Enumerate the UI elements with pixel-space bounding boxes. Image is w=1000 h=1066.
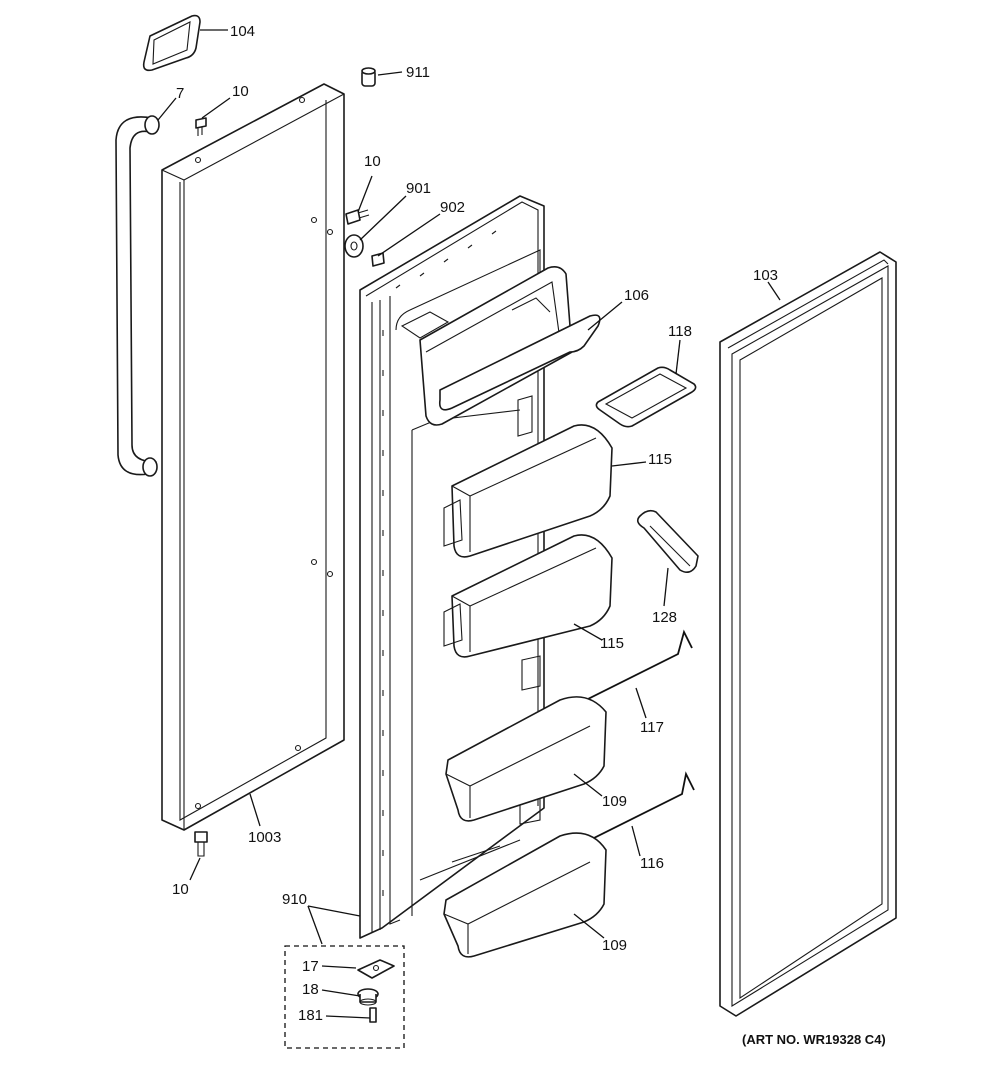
screw-part-10-mid [345, 209, 370, 225]
wedge-part-128 [636, 509, 699, 574]
callout-910: 910 [282, 891, 307, 908]
plug-part-911 [361, 67, 376, 87]
callout-118: 118 [668, 323, 692, 340]
callout-10-top: 10 [232, 83, 249, 100]
hinge-plate-part-17 [357, 959, 395, 979]
callout-109-a: 109 [602, 793, 627, 810]
screw-part-10-bottom [194, 831, 208, 857]
outer-door-panel-part-1003 [161, 83, 345, 831]
hinge-kit-box-part-910 [284, 945, 405, 1049]
door-bin-part-115-lower [443, 534, 613, 658]
leader-lines [157, 29, 781, 1019]
hinge-screw-part-181 [369, 1007, 377, 1023]
callout-128: 128 [652, 609, 677, 626]
callout-116: 116 [640, 855, 664, 872]
callout-911: 911 [406, 64, 430, 81]
callout-117: 117 [640, 719, 664, 736]
screw-part-902 [371, 252, 385, 267]
callout-labels: 104 911 7 10 10 901 902 106 103 118 115 … [172, 23, 886, 1047]
dairy-door-part-106 [400, 266, 601, 426]
washer-part-901 [344, 234, 364, 258]
callout-10-bottom: 10 [172, 881, 189, 898]
door-gasket-part-103 [719, 251, 897, 1017]
callout-7: 7 [176, 85, 184, 102]
callout-109-b: 109 [602, 937, 627, 954]
callout-901: 901 [406, 180, 431, 197]
callout-902: 902 [440, 199, 465, 216]
nameplate-part-104 [142, 14, 201, 72]
screw-part-10-top [195, 117, 207, 136]
callout-181: 181 [298, 1007, 323, 1024]
door-bin-part-109-lower [443, 832, 607, 958]
tray-part-118 [595, 366, 697, 428]
callout-10-mid: 10 [364, 153, 381, 170]
art-number: (ART NO. WR19328 C4) [742, 1032, 886, 1047]
callout-1003: 1003 [248, 829, 281, 846]
callout-104: 104 [230, 23, 255, 40]
door-bin-part-109-upper [445, 696, 607, 822]
callout-115-a: 115 [648, 451, 672, 468]
callout-17: 17 [302, 958, 319, 975]
callout-103: 103 [753, 267, 778, 284]
callout-18: 18 [302, 981, 319, 998]
door-bin-part-115-upper [443, 424, 613, 558]
door-handle-part-7 [115, 115, 160, 477]
hinge-pin-part-18 [357, 988, 379, 1006]
callout-106: 106 [624, 287, 649, 304]
callout-115-b: 115 [600, 635, 624, 652]
